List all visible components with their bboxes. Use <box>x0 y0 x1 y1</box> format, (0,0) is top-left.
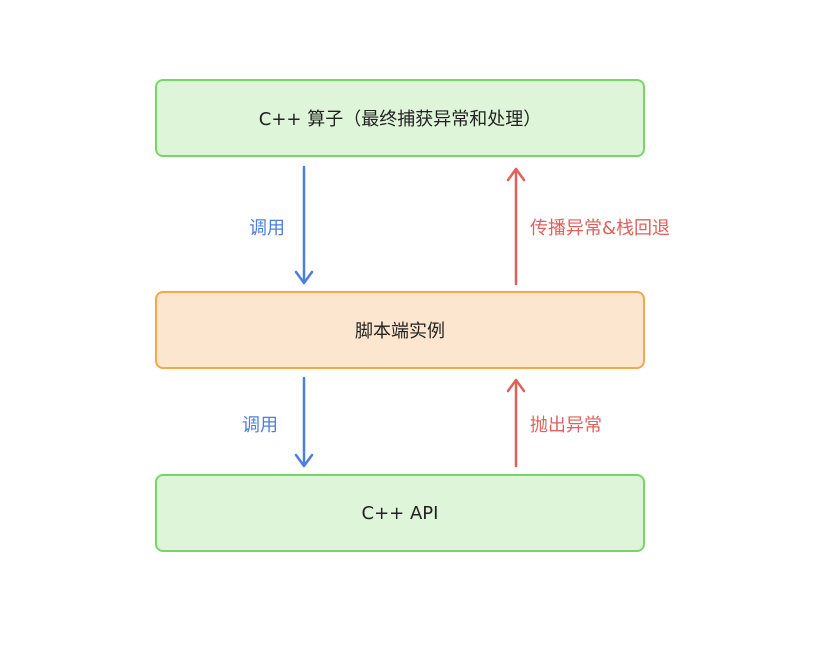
node-cpp-api: C++ API <box>155 474 645 552</box>
arrow-propagate <box>506 167 526 286</box>
node-script-instance: 脚本端实例 <box>155 291 645 369</box>
arrow-call-top <box>294 165 314 285</box>
arrow-throw <box>506 378 526 468</box>
edge-label-throw: 抛出异常 <box>530 415 602 436</box>
node-cpp-operator: C++ 算子（最终捕获异常和处理） <box>155 79 645 157</box>
edge-label-call-bottom: 调用 <box>242 415 278 436</box>
node-cpp-api-label: C++ API <box>361 502 439 524</box>
node-cpp-operator-label: C++ 算子（最终捕获异常和处理） <box>258 109 542 130</box>
edge-label-propagate: 传播异常&栈回退 <box>530 218 671 239</box>
arrow-call-bottom <box>294 376 314 468</box>
node-script-instance-label: 脚本端实例 <box>355 321 445 342</box>
edge-label-call-top: 调用 <box>249 218 285 239</box>
